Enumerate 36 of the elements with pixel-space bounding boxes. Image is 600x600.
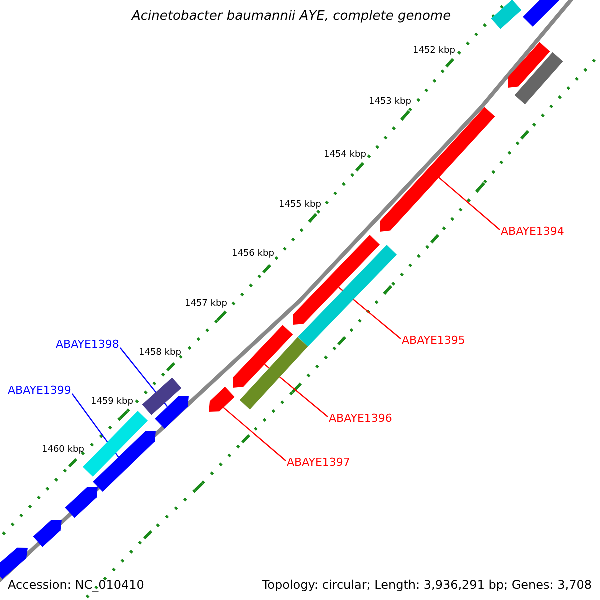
scale-label: 1452 kbp xyxy=(413,47,456,57)
gene-feature xyxy=(514,52,564,105)
leader-line xyxy=(223,407,286,462)
scale-label: 1453 kbp xyxy=(369,98,412,108)
gene-feature xyxy=(233,325,294,388)
gene-feature xyxy=(83,411,148,477)
gene-feature xyxy=(298,245,397,347)
scale-label: 1455 kbp xyxy=(279,201,322,211)
gene-feature xyxy=(240,337,308,410)
gene-feature xyxy=(142,378,182,416)
gene-label: ABAYE1396 xyxy=(329,413,392,426)
scale-label: 1459 kbp xyxy=(91,398,134,408)
gene-label: ABAYE1395 xyxy=(402,335,466,348)
genome-stats-text: Topology: circular; Length: 3,936,291 bp; Genes: 3,708 xyxy=(262,579,592,592)
gene-feature xyxy=(93,431,156,492)
leader-line xyxy=(438,177,500,230)
scale-label: 1457 kbp xyxy=(185,300,228,310)
gene-label: ABAYE1394 xyxy=(501,226,564,238)
gene-feature xyxy=(155,396,189,429)
gene-feature xyxy=(491,0,522,30)
scale-label: 1458 kbp xyxy=(139,349,182,359)
gene-feature xyxy=(33,520,62,548)
gene-label: ABAYE1399 xyxy=(8,385,72,398)
gene-feature xyxy=(380,107,496,232)
genome-title: Acinetobacter baumannii AYE, complete genome xyxy=(132,10,452,24)
gene-feature xyxy=(508,42,550,88)
scale-label: 1454 kbp xyxy=(324,151,366,161)
accession-text: Accession: NC_010410 xyxy=(8,579,144,592)
scale-label: 1460 kbp xyxy=(42,446,84,456)
gene-label: ABAYE1397 xyxy=(287,457,350,470)
gene-feature xyxy=(65,487,98,518)
gene-feature xyxy=(0,548,28,580)
gene-label: ABAYE1398 xyxy=(56,339,120,352)
gene-feature xyxy=(209,386,235,412)
scale-label: 1456 kbp xyxy=(232,250,274,260)
gene-feature xyxy=(293,235,380,325)
